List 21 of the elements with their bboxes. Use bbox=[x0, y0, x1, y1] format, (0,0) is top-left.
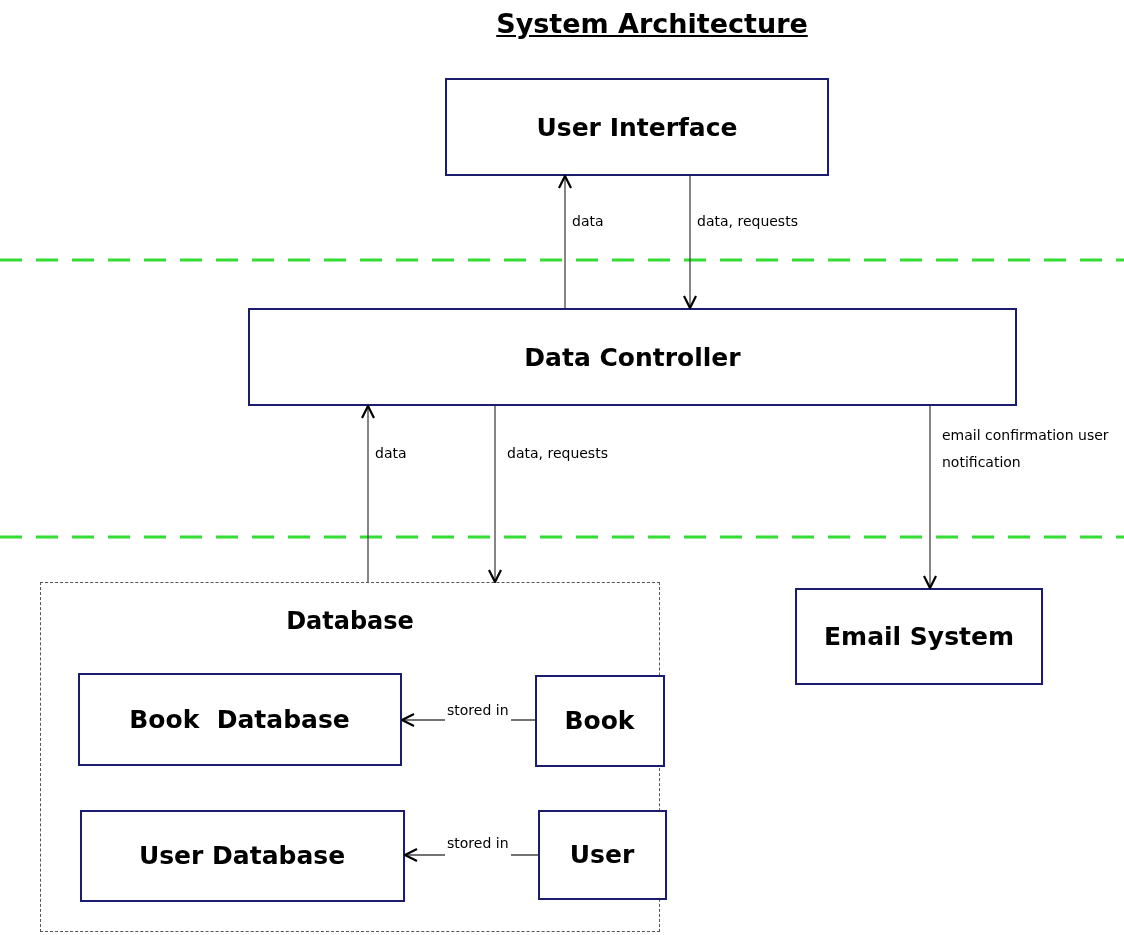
component-box bbox=[248, 308, 1017, 406]
component-box bbox=[79, 809, 405, 902]
component-box bbox=[77, 672, 402, 766]
component-label: Book bbox=[564, 706, 635, 735]
component-label: User Database bbox=[138, 841, 346, 870]
component-label: Data Controller bbox=[524, 342, 741, 372]
arrow bbox=[360, 404, 376, 583]
arrow bbox=[922, 405, 938, 590]
arrow bbox=[487, 405, 503, 584]
arrow bbox=[682, 175, 698, 310]
diagram-title: System Architecture bbox=[495, 8, 809, 39]
component-box bbox=[534, 674, 665, 767]
component-box bbox=[795, 588, 1043, 685]
arrow bbox=[557, 174, 573, 309]
group-title: Database bbox=[286, 607, 414, 635]
component-label: User Interface bbox=[536, 112, 738, 142]
component-label: Email System bbox=[824, 622, 1014, 651]
component-label: User bbox=[569, 840, 635, 869]
component-box bbox=[445, 78, 829, 176]
component-box bbox=[537, 809, 667, 900]
component-label: Book Database bbox=[129, 704, 350, 734]
